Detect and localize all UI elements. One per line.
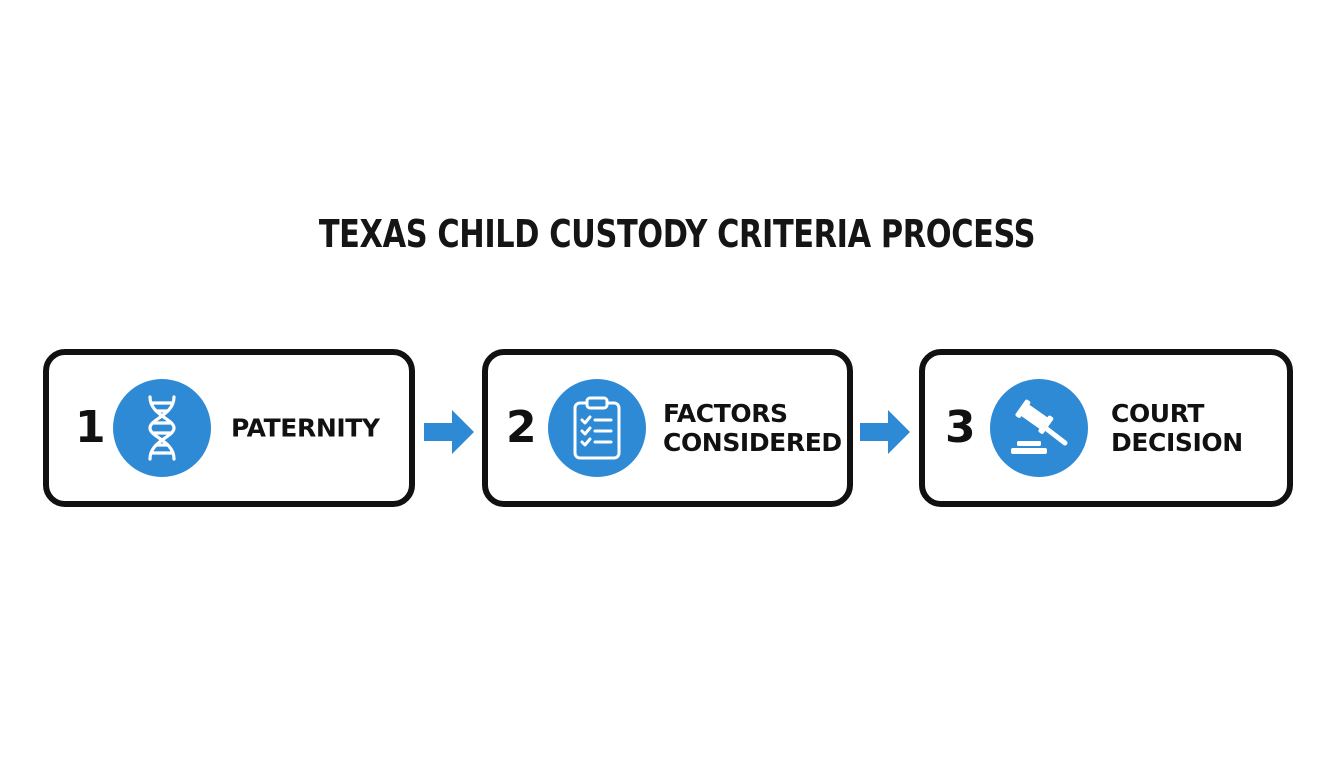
step-number: 1 bbox=[75, 402, 106, 453]
clipboard-checklist-icon bbox=[548, 379, 646, 477]
step-number: 3 bbox=[945, 402, 976, 453]
step-label-line: PATERNITY bbox=[231, 413, 380, 443]
step-label: PATERNITY bbox=[231, 414, 380, 443]
dna-icon bbox=[113, 379, 211, 477]
step-label: FACTORS CONSIDERED bbox=[663, 399, 842, 457]
step-label: COURT DECISION bbox=[1111, 399, 1243, 457]
step-label-line: FACTORS bbox=[663, 399, 788, 428]
step-label-line: DECISION bbox=[1111, 428, 1243, 457]
step-box-paternity: 1 PATERNITY bbox=[43, 349, 415, 507]
arrow-right-icon bbox=[860, 410, 910, 454]
step-box-factors-considered: 2 FACTORS CONSIDERED bbox=[482, 349, 853, 507]
gavel-icon bbox=[990, 379, 1088, 477]
step-number: 2 bbox=[506, 402, 537, 453]
step-label-line: CONSIDERED bbox=[663, 428, 842, 457]
step-label-line: COURT bbox=[1111, 399, 1205, 428]
arrow-right-icon bbox=[424, 410, 474, 454]
diagram-title: TEXAS CHILD CUSTODY CRITERIA PROCESS bbox=[318, 212, 1036, 256]
step-box-court-decision: 3 COURT DECISION bbox=[919, 349, 1293, 507]
